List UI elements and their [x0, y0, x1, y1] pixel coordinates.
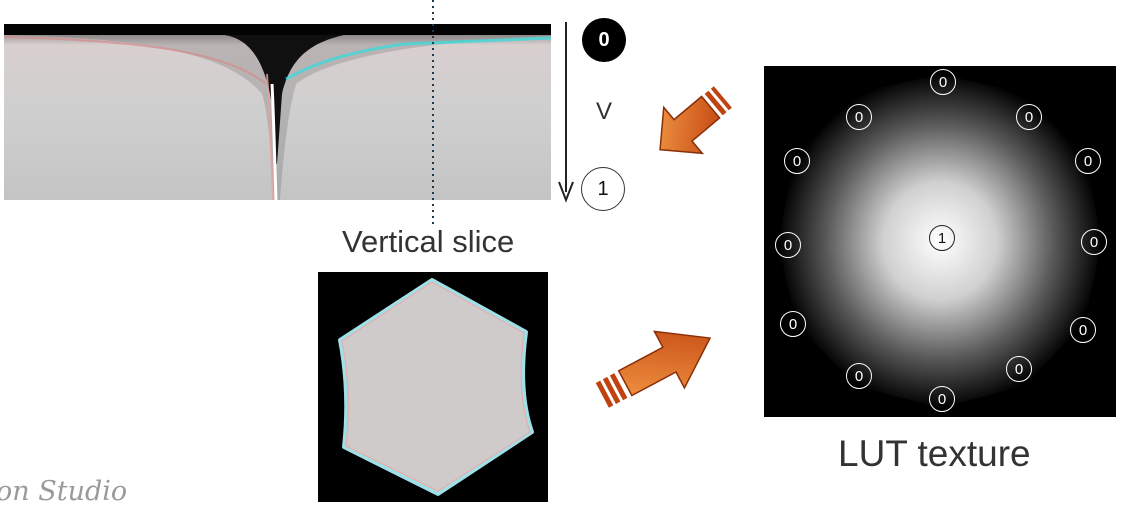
lut-rim-marker: 0 [930, 69, 956, 95]
arrow-shape-to-lut-icon [595, 330, 712, 408]
lut-rim-marker: 0 [929, 386, 955, 412]
vertical-slice-label: Vertical slice [342, 224, 515, 259]
lut-texture-label: LUT texture [838, 433, 1031, 474]
v-axis-label: V [596, 98, 613, 125]
lut-rim-marker: 0 [846, 104, 872, 130]
lut-rim-marker: 0 [1070, 317, 1096, 343]
lut-rim-marker: 0 [1016, 104, 1042, 130]
v-axis-arrow [558, 22, 574, 203]
lut-rim-marker: 0 [1075, 148, 1101, 174]
lut-rim-marker: 0 [784, 148, 810, 174]
arrow-lut-to-strip-icon [659, 86, 732, 155]
lut-texture-image: 0 0 0 0 0 0 0 0 0 0 0 0 1 [764, 66, 1116, 417]
shape-preview-image [318, 272, 548, 502]
v-start-badge: 0 [582, 18, 626, 62]
v-end-badge: 1 [581, 167, 625, 211]
lut-center-marker: 1 [929, 225, 955, 251]
slice-dotted-line [432, 0, 434, 228]
lut-rim-marker: 0 [846, 363, 872, 389]
lut-rim-marker: 0 [1006, 356, 1032, 382]
watermark-text: on Studio [0, 476, 128, 507]
gradient-strip-image [4, 24, 551, 200]
lut-rim-marker: 0 [775, 232, 801, 258]
lut-rim-marker: 0 [780, 311, 806, 337]
lut-rim-marker: 0 [1081, 229, 1107, 255]
